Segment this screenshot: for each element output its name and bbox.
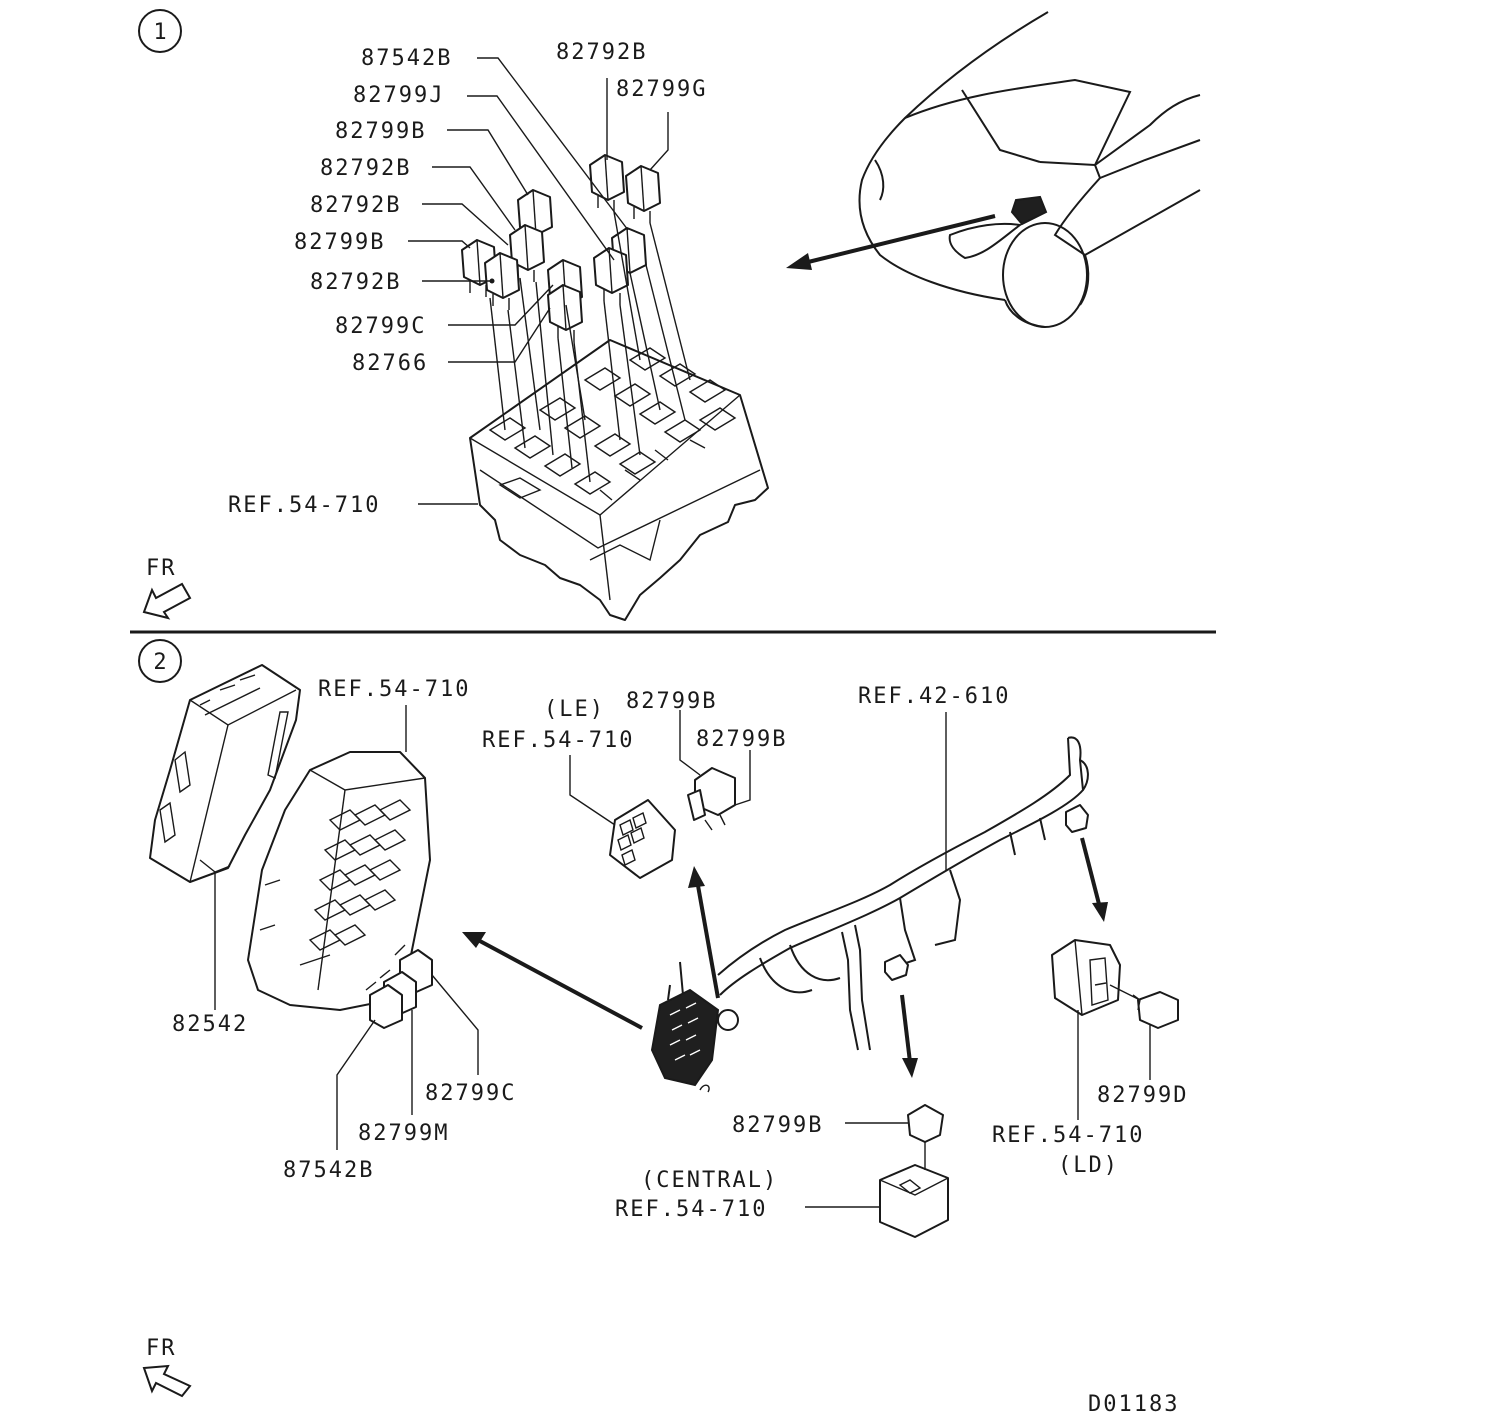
label-82799M: 82799M bbox=[358, 1121, 449, 1146]
section-1-marker: 1 bbox=[153, 20, 166, 45]
relays-junction-left bbox=[365, 944, 433, 1029]
label-82792B-lower: 82792B bbox=[310, 270, 401, 295]
label-82799B-central: 82799B bbox=[732, 1113, 823, 1138]
leader-lines-82799B-pair bbox=[679, 710, 751, 806]
relay-drop-lines bbox=[489, 211, 691, 483]
junction-block-left bbox=[247, 751, 431, 1011]
leader-lines-central bbox=[805, 1122, 926, 1208]
ecu-82542 bbox=[149, 664, 301, 883]
location-arrow-head bbox=[786, 253, 812, 270]
connector-block-le bbox=[609, 799, 676, 879]
label-82542: 82542 bbox=[172, 1012, 248, 1037]
harness-connector bbox=[650, 988, 739, 1093]
relay-82766 bbox=[547, 284, 583, 342]
label-82799B-pair-2: 82799B bbox=[696, 727, 787, 752]
label-82792B-top: 82792B bbox=[556, 40, 647, 65]
label-ld: (LD) bbox=[1058, 1153, 1119, 1178]
relay-cluster-top bbox=[461, 154, 661, 342]
section-1: 1 bbox=[138, 9, 1201, 621]
label-82792B-mid-2: 82792B bbox=[310, 193, 401, 218]
relays-82799B-pair bbox=[687, 767, 736, 831]
relay-87542B-left bbox=[369, 984, 403, 1029]
label-82792B-mid-1: 82792B bbox=[320, 156, 411, 181]
label-87542B-left: 87542B bbox=[283, 1158, 374, 1183]
label-82799C-left: 82799C bbox=[425, 1081, 516, 1106]
label-ref-42-610: REF.42-610 bbox=[858, 684, 1010, 709]
relay-82792B-upper bbox=[589, 154, 625, 212]
label-ref-54-710-le: REF.54-710 bbox=[482, 728, 634, 753]
fr-label-bottom: FR bbox=[146, 1336, 177, 1361]
relay-82799G bbox=[625, 165, 661, 223]
fr-label-top: FR bbox=[146, 556, 177, 581]
label-central: (CENTRAL) bbox=[641, 1168, 778, 1193]
leader-dot bbox=[489, 278, 495, 284]
label-82799B-lower: 82799B bbox=[294, 230, 385, 255]
label-82766: 82766 bbox=[352, 351, 428, 376]
harness-connector-small-mid bbox=[884, 954, 909, 981]
relay-82799D bbox=[1137, 991, 1179, 1029]
leader-lines-ld bbox=[1077, 1010, 1151, 1120]
fr-indicator-top: FR bbox=[142, 556, 192, 620]
label-82799G: 82799G bbox=[616, 77, 707, 102]
label-ref-54-710-top: REF.54-710 bbox=[228, 493, 380, 518]
label-82799C-top: 82799C bbox=[335, 314, 426, 339]
figure-code: D01183 bbox=[1088, 1392, 1179, 1417]
block-central bbox=[879, 1164, 949, 1238]
label-ref-54-710-left: REF.54-710 bbox=[318, 677, 470, 702]
leader-lines-junction bbox=[336, 974, 479, 1150]
leader-ref-54-710-le bbox=[569, 755, 616, 826]
label-le: (LE) bbox=[544, 697, 605, 722]
section-2-marker-circle bbox=[138, 639, 182, 683]
fr-arrow-icon-bottom bbox=[142, 1364, 192, 1398]
relay-82799J-b bbox=[593, 247, 629, 305]
label-82799B-pair-1: 82799B bbox=[626, 689, 717, 714]
label-82799B-upper: 82799B bbox=[335, 119, 426, 144]
leader-lines-top bbox=[408, 57, 669, 505]
label-ref-54-710-ld: REF.54-710 bbox=[992, 1123, 1144, 1148]
block-ld bbox=[1051, 939, 1141, 1016]
fr-indicator-bottom: FR bbox=[142, 1336, 192, 1398]
vehicle-outline bbox=[858, 11, 1201, 328]
label-87542B-top: 87542B bbox=[361, 46, 452, 71]
label-82799D: 82799D bbox=[1097, 1083, 1188, 1108]
location-arrow-line bbox=[799, 214, 996, 266]
arrows-section-2 bbox=[462, 837, 1108, 1078]
section-2-marker: 2 bbox=[153, 650, 166, 675]
section-1-marker-circle bbox=[138, 9, 182, 53]
label-82799J: 82799J bbox=[353, 83, 444, 108]
section-2: 2 bbox=[138, 639, 1188, 1417]
relay-82799B-central bbox=[907, 1104, 944, 1143]
harness-connector-small-right bbox=[1065, 804, 1089, 833]
wiring-harness bbox=[667, 736, 1089, 1051]
label-ref-54-710-central: REF.54-710 bbox=[615, 1197, 767, 1222]
relay-box-top bbox=[469, 339, 769, 621]
relay-location-marker bbox=[1010, 195, 1048, 226]
relay-82799B-upper bbox=[517, 189, 553, 236]
relay-82792B-lower bbox=[484, 252, 520, 310]
fr-arrow-icon bbox=[142, 582, 192, 620]
